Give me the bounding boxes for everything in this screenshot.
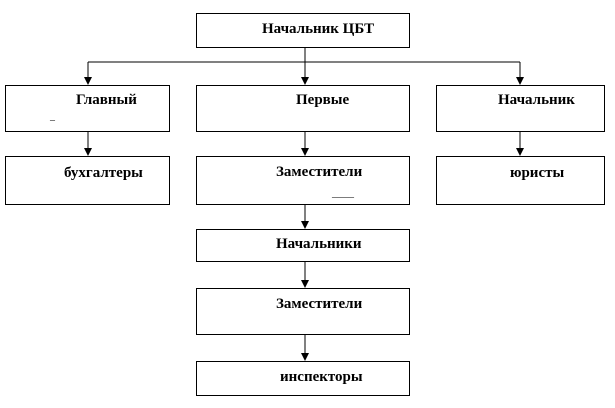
node-head bbox=[196, 13, 410, 48]
node-lawyers bbox=[436, 156, 605, 205]
node-first-deputies-head bbox=[196, 85, 410, 132]
node-inspectors bbox=[196, 361, 410, 396]
label-lawyers: юристы bbox=[510, 165, 565, 181]
node-accountants bbox=[5, 156, 170, 205]
node-lawyer-head bbox=[436, 85, 605, 132]
node-heads bbox=[196, 229, 410, 262]
label-deputies: Заместители bbox=[276, 296, 363, 312]
node-first-deputies bbox=[196, 156, 410, 205]
label-first: Первые bbox=[296, 92, 350, 108]
label-chief: Главный bbox=[76, 92, 137, 108]
label-head: Начальник ЦБТ bbox=[262, 21, 375, 37]
label-inspectors: инспекторы bbox=[280, 369, 363, 385]
label-accountants: бухгалтеры bbox=[64, 165, 143, 181]
mark-underline: ____ bbox=[332, 187, 354, 199]
node-chief-accountant bbox=[5, 85, 170, 132]
label-first-deputies: Заместители bbox=[276, 164, 363, 180]
label-heads: Начальники bbox=[276, 236, 362, 252]
label-lawyer-head: Начальник bbox=[498, 92, 575, 108]
node-deputies bbox=[196, 288, 410, 335]
mark-dash: – bbox=[50, 115, 55, 126]
